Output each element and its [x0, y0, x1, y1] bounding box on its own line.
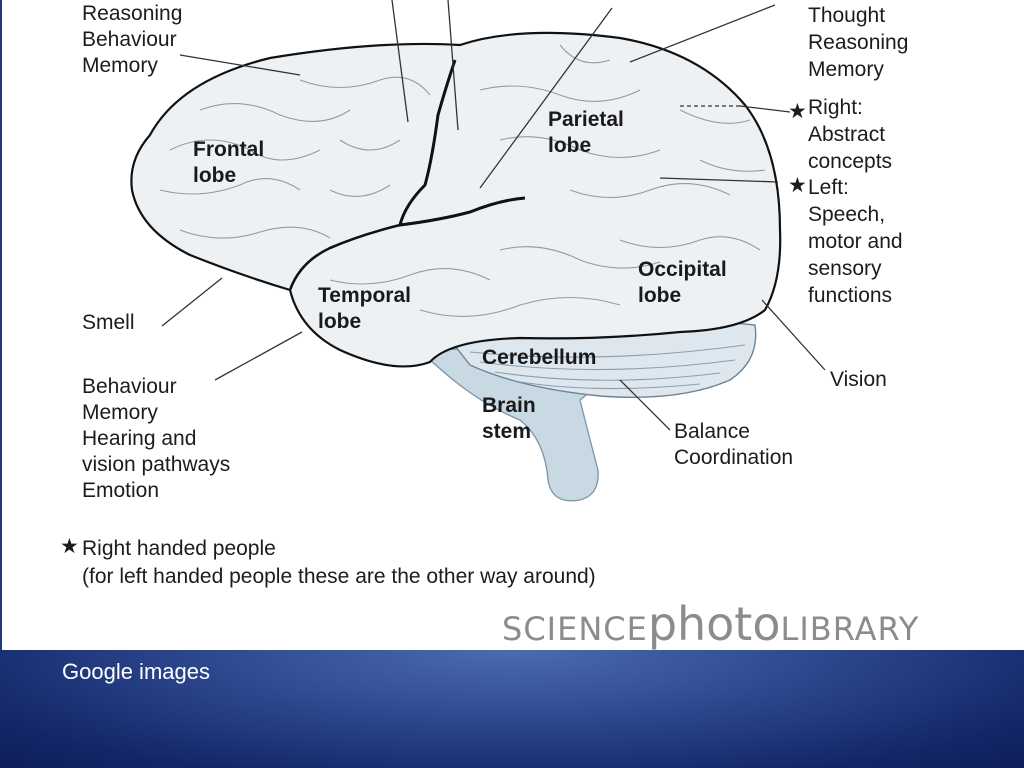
- parietal-functions-label: Thought Reasoning Memory: [808, 4, 914, 81]
- brain-stem-label: Brain stem: [482, 394, 542, 443]
- cerebellum-label: Cerebellum: [482, 346, 596, 369]
- central-sulcus: [398, 59, 526, 227]
- temporal-functions-label: Behaviour Memory Hearing and vision path…: [82, 375, 236, 502]
- brain-diagram: Frontal lobe Parietal lobe Temporal lobe…: [60, 0, 919, 650]
- right-star-icon: ★: [788, 100, 807, 123]
- occipital-lobe-label: Occipital lobe: [638, 258, 733, 307]
- cerebellum-functions-label: Balance Coordination: [674, 420, 793, 469]
- cerebellum-folia: [469, 344, 746, 390]
- cerebrum-gyri: [159, 44, 766, 317]
- footer-caption: Google images: [62, 659, 210, 684]
- footnote-line-2: (for left handed people these are the ot…: [82, 565, 596, 588]
- footer-band: [0, 650, 1024, 768]
- lateral-fissure: [288, 223, 401, 291]
- frontal-functions-label: Reasoning Behaviour Memory: [82, 2, 188, 77]
- slide-left-border: [0, 0, 2, 650]
- footnote-line-1: Right handed people: [82, 537, 276, 560]
- frontal-lobe-label: Frontal lobe: [193, 138, 270, 187]
- footnote-star-icon: ★: [60, 535, 79, 558]
- left-hemisphere-label: Left: Speech, motor and sensory function…: [808, 176, 908, 307]
- vision-label: Vision: [830, 368, 887, 391]
- temporal-lobe-label: Temporal lobe: [318, 284, 417, 333]
- science-photo-library-logo: SCIENCEphotoLIBRARY: [502, 597, 919, 650]
- left-star-icon: ★: [788, 174, 807, 197]
- parietal-lobe-label: Parietal lobe: [548, 108, 630, 157]
- smell-label: Smell: [82, 311, 135, 334]
- leader-lines: [161, 0, 826, 431]
- right-hemisphere-label: Right: Abstract concepts: [808, 96, 892, 173]
